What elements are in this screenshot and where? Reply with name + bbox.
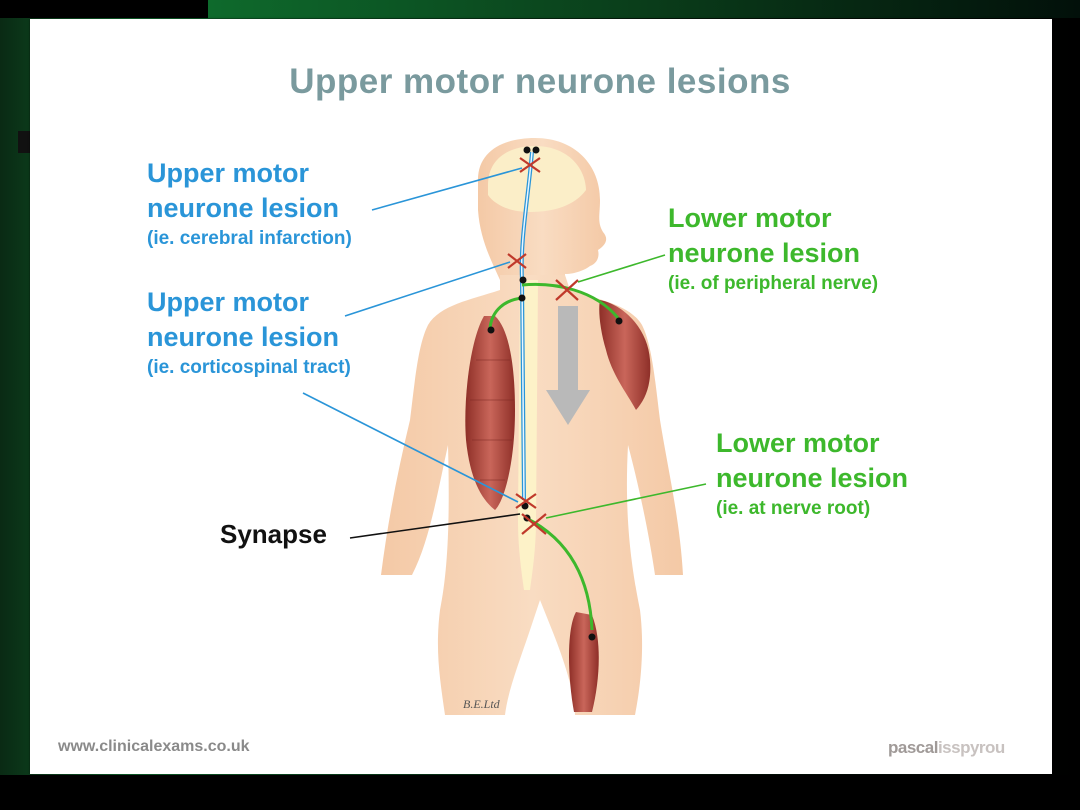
logo-part2: isspyrou [937,738,1005,757]
label-line1: Upper motor [147,287,309,317]
label-lmn-root: Lower motor neurone lesion (ie. at nerve… [716,426,908,522]
label-lmn-peripheral: Lower motor neurone lesion (ie. of perip… [668,201,878,297]
slide-title: Upper motor neurone lesions [289,62,791,101]
upper-motor-pathway [519,151,534,501]
lesion-marks [507,157,579,535]
background-mark [18,131,30,153]
logo-part1: pascal [888,738,938,757]
label-line1: Lower motor [716,428,880,458]
lower-motor-pathways [488,282,620,631]
label-detail: (ie. corticospinal tract) [147,357,351,378]
image-credit: B.E.Ltd [463,697,500,711]
background-bottom [0,775,1080,810]
leader-lines [302,167,707,539]
label-detail: (ie. cerebral infarction) [147,228,352,249]
label-line1: Lower motor [668,203,832,233]
footer-url[interactable]: www.clinicalexams.co.uk [58,738,250,755]
label-umn-cerebral: Upper motor neurone lesion (ie. cerebral… [147,156,352,252]
label-detail: (ie. at nerve root) [716,498,871,519]
body-silhouette [381,138,683,715]
label-line2: neurone lesion [147,322,340,352]
label-line2: neurone lesion [147,193,340,223]
background-band [208,0,1080,18]
label-detail: (ie. of peripheral nerve) [668,273,879,294]
background-corner [0,0,208,18]
down-arrow [546,306,590,425]
muscles [465,300,651,712]
label-line2: neurone lesion [668,238,861,268]
label-line1: Upper motor [147,158,309,188]
label-umn-corticospinal: Upper motor neurone lesion (ie. corticos… [147,285,351,381]
label-line2: neurone lesion [716,463,909,493]
label-synapse: Synapse [220,519,327,549]
